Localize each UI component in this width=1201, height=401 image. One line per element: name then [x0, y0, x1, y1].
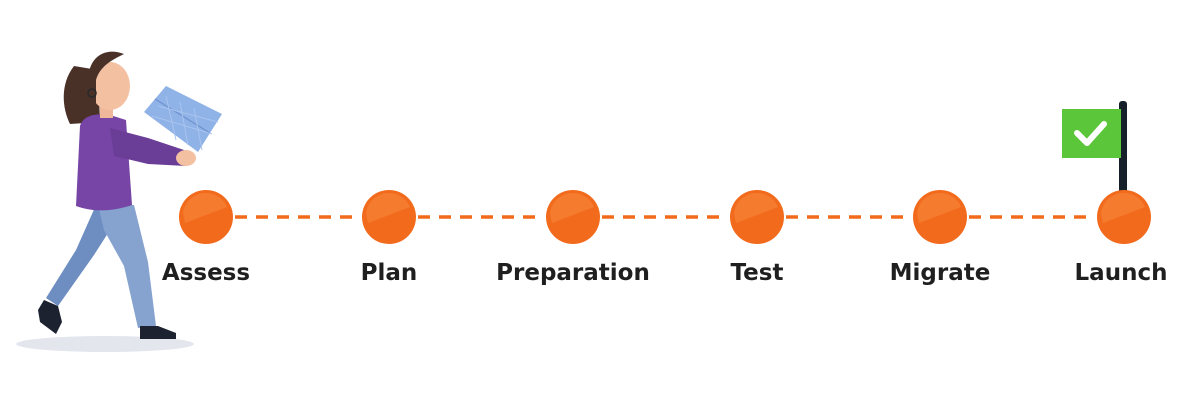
torso — [76, 114, 132, 211]
back-shoe — [38, 300, 62, 334]
map-grid-a — [151, 95, 219, 151]
step-node-test — [730, 190, 784, 244]
step-node-launch — [1097, 190, 1151, 244]
step-node-highlight — [1101, 192, 1145, 223]
step-node-migrate — [913, 190, 967, 244]
woman-reading-map-illustration — [16, 51, 222, 352]
check-flag-icon — [1062, 101, 1127, 196]
step-nodes — [179, 190, 1151, 244]
step-label-preparation: Preparation — [496, 260, 650, 286]
step-node-highlight — [917, 192, 961, 223]
step-label-launch: Launch — [1075, 260, 1168, 286]
front-shoe — [140, 326, 176, 339]
step-node-highlight — [550, 192, 594, 223]
step-node-preparation — [546, 190, 600, 244]
ground-shadow — [16, 336, 194, 352]
step-label-test: Test — [731, 260, 784, 286]
step-label-assess: Assess — [162, 260, 250, 286]
step-label-migrate: Migrate — [890, 260, 991, 286]
front-leg — [98, 205, 156, 328]
hand — [176, 150, 196, 166]
head — [90, 62, 130, 110]
step-label-plan: Plan — [361, 260, 418, 286]
step-node-highlight — [366, 192, 410, 223]
step-node-highlight — [734, 192, 778, 223]
step-labels: Assess Plan Preparation Test Migrate Lau… — [162, 260, 1168, 286]
step-node-highlight — [183, 192, 227, 223]
step-node-plan — [362, 190, 416, 244]
checkmark-icon — [1074, 121, 1107, 146]
earring — [87, 88, 97, 98]
arm — [110, 128, 186, 166]
step-node-assess — [179, 190, 233, 244]
